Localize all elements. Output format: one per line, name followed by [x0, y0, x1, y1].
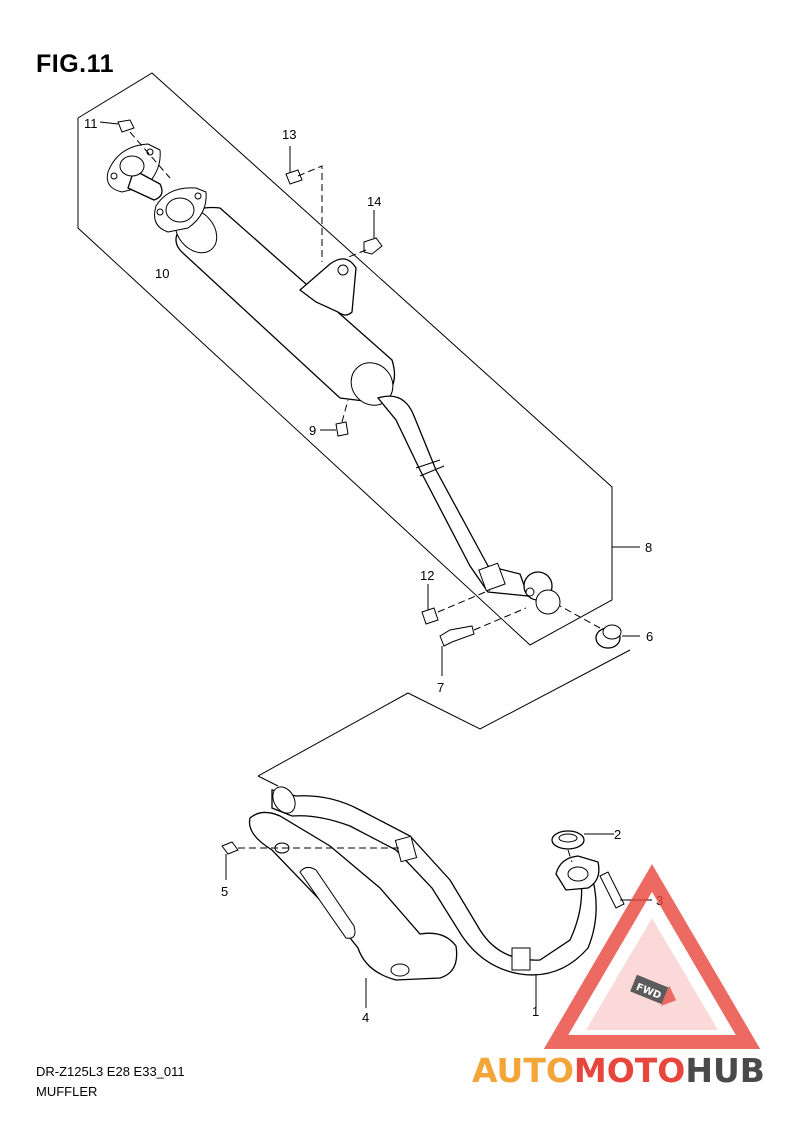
callout-2: 2	[614, 827, 621, 842]
grommet-6	[559, 605, 640, 649]
bolt-5	[221, 841, 400, 880]
bolt-11	[99, 119, 171, 179]
callout-11: 11	[84, 116, 98, 131]
callout-5: 5	[221, 884, 228, 899]
callout-12: 12	[420, 568, 434, 583]
callout-10: 10	[155, 266, 169, 281]
callout-4: 4	[362, 1010, 369, 1025]
gasket-10	[154, 187, 207, 233]
model-code: DR-Z125L3 E28 E33_011	[36, 1064, 185, 1079]
bolt-13	[285, 146, 323, 262]
callout-6: 6	[646, 629, 653, 644]
figure-title: FIG.11	[36, 50, 115, 78]
gasket-2	[551, 830, 614, 863]
inlet-flange	[106, 143, 163, 201]
callout-9: 9	[309, 423, 316, 438]
callout-8: 8	[645, 540, 652, 555]
callout-7: 7	[437, 680, 444, 695]
bolt-12	[421, 584, 491, 625]
exhaust-pipe-1	[271, 786, 600, 1008]
muffler-body	[174, 206, 396, 406]
heat-shield-4	[248, 811, 458, 1008]
assembly-frame-lower	[257, 649, 631, 787]
watermark-logo: FWD	[543, 864, 761, 1049]
callout-13: 13	[282, 127, 296, 142]
bolt-9	[320, 399, 349, 437]
callout-1: 1	[532, 1004, 539, 1019]
nut-14	[345, 210, 383, 259]
section-name: MUFFLER	[36, 1084, 98, 1099]
bolt-7	[439, 607, 527, 676]
watermark-text: AUTOMOTOHUB	[472, 1051, 765, 1090]
assembly-frame-8	[77, 72, 640, 646]
tail-pipe	[376, 395, 561, 615]
callout-14: 14	[367, 194, 381, 209]
